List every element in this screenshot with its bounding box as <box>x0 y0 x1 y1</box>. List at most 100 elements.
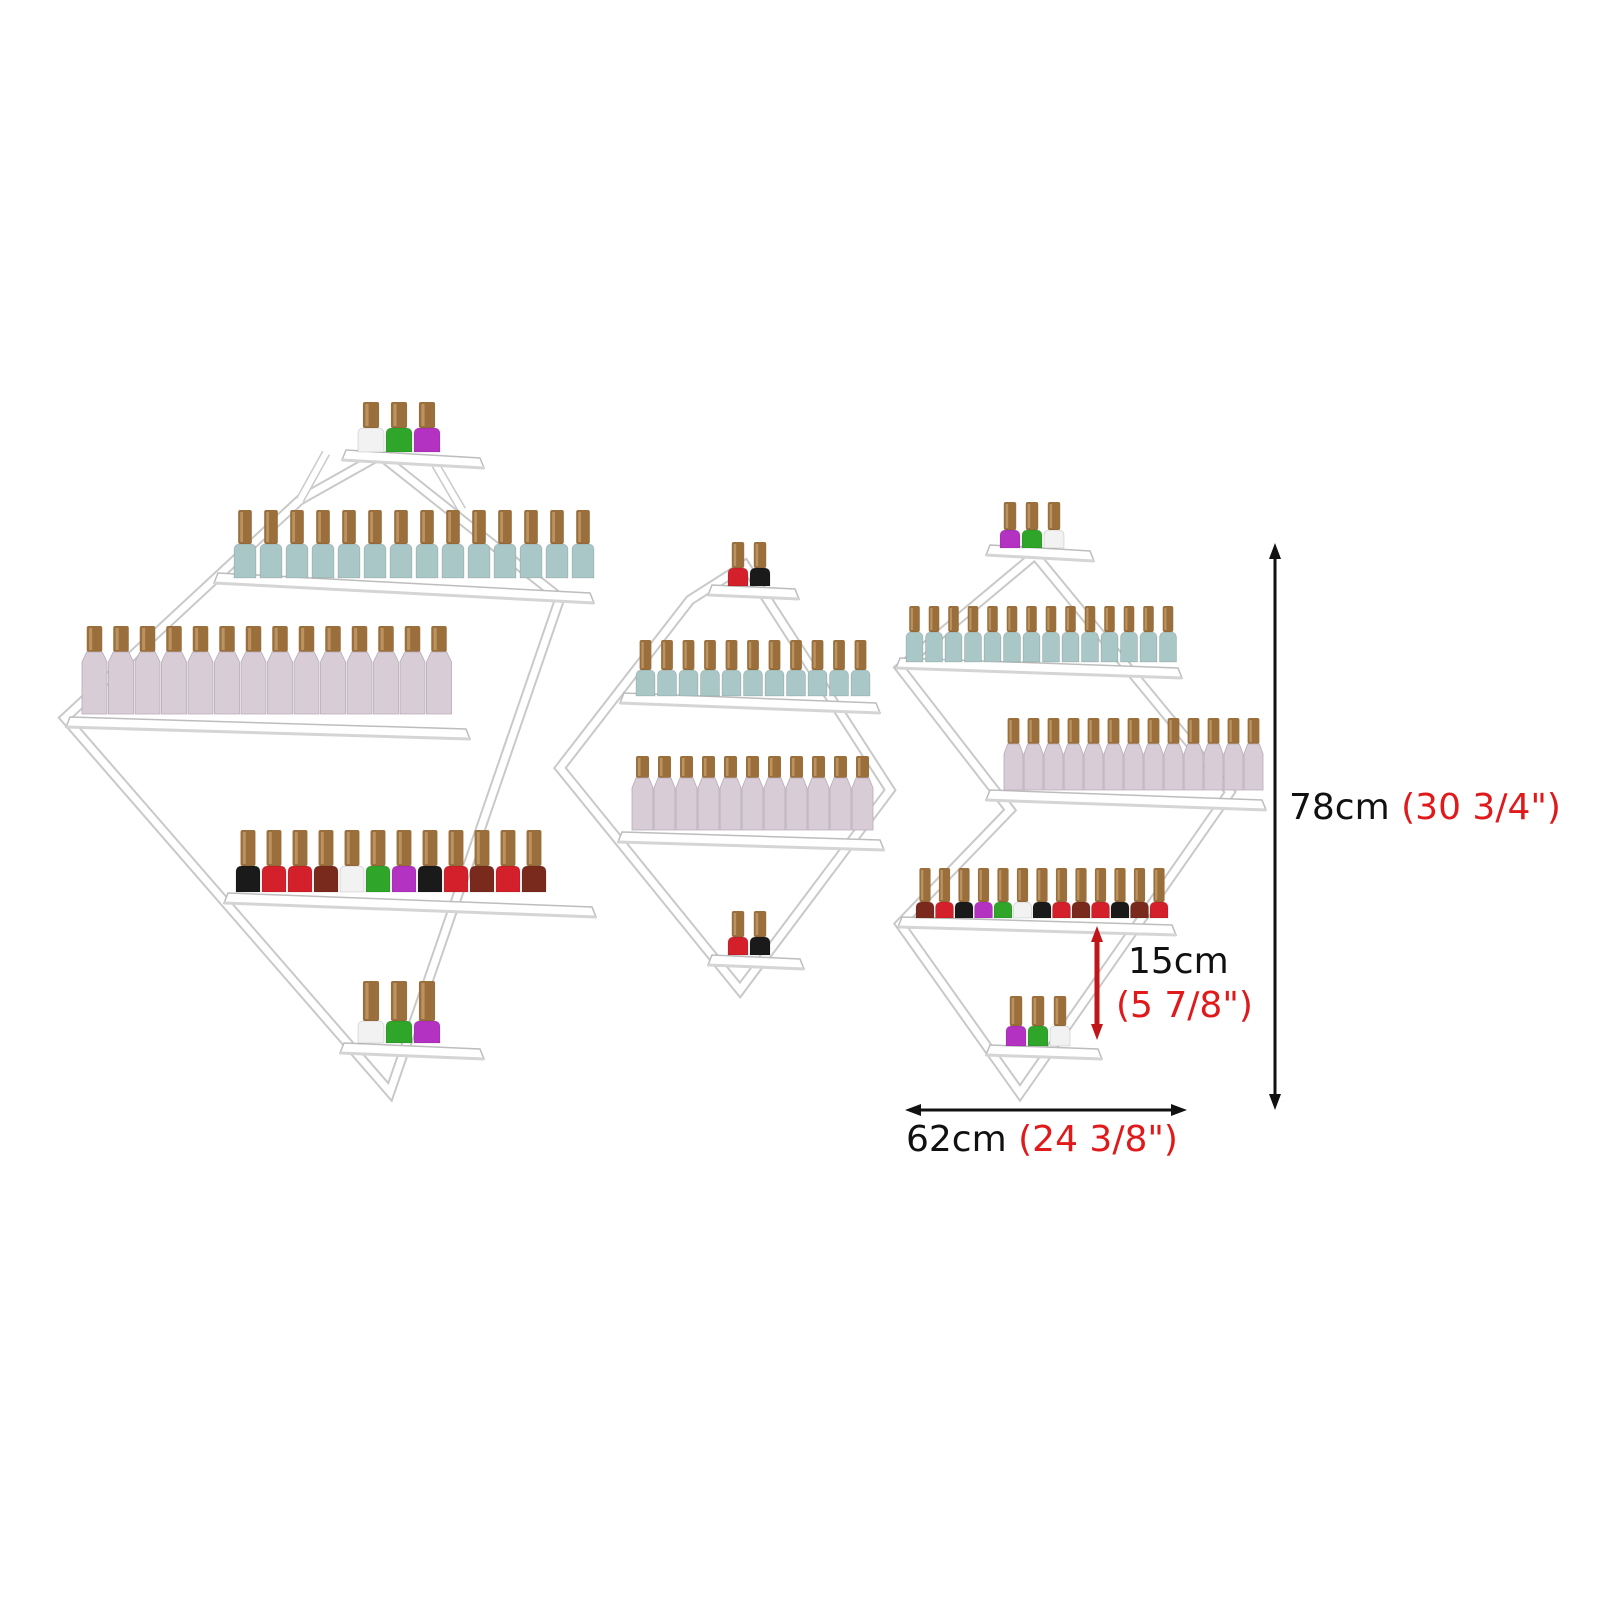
cap-highlight <box>910 608 913 630</box>
bottle-body <box>1013 901 1032 919</box>
bottle-body <box>391 865 417 893</box>
cap-highlight <box>1009 720 1012 742</box>
cap-highlight <box>940 870 943 900</box>
cap-highlight <box>1096 870 1099 900</box>
bottle-body <box>700 669 720 697</box>
cap-highlight <box>398 832 402 864</box>
bottle-body <box>287 865 313 893</box>
cap-highlight <box>274 628 278 650</box>
cap-highlight <box>641 642 644 668</box>
bottle-body <box>935 901 954 919</box>
cap-highlight <box>813 758 817 776</box>
cap-highlight <box>552 512 555 542</box>
cap-highlight <box>1089 720 1092 742</box>
bottle-body <box>81 651 108 715</box>
cap-highlight <box>292 512 295 542</box>
cap-highlight <box>1189 720 1192 742</box>
rack-left <box>57 402 598 1103</box>
bottle-body <box>999 529 1021 549</box>
bottle-body <box>320 651 346 715</box>
bottle-body <box>1159 631 1177 663</box>
cap-highlight <box>856 642 859 668</box>
bottle-body <box>187 651 214 715</box>
cap-highlight <box>407 628 411 650</box>
cap-highlight <box>834 642 838 668</box>
bottle-body <box>495 865 521 893</box>
cap-highlight <box>1069 720 1072 742</box>
bottle-body <box>235 865 261 893</box>
cap-highlight <box>502 832 506 864</box>
cap-highlight <box>747 758 751 776</box>
cap-highlight <box>1109 720 1112 742</box>
bottle-body <box>1243 743 1264 791</box>
cap-highlight <box>1005 504 1009 528</box>
bottle-body <box>161 651 187 715</box>
cap-highlight <box>1144 608 1147 630</box>
bottle-body <box>357 1020 385 1044</box>
bottle-body <box>1027 1025 1049 1047</box>
bottle-body <box>385 427 413 453</box>
cap-highlight <box>1029 720 1032 742</box>
bottle-body <box>1005 1025 1027 1047</box>
arrow-head-down <box>1269 1094 1281 1110</box>
bottle-body <box>417 865 443 893</box>
cap-highlight <box>346 832 350 864</box>
cap-highlight <box>1229 720 1232 742</box>
cap-highlight <box>1033 998 1037 1024</box>
cap-highlight <box>979 870 982 900</box>
shelf-shadow <box>985 1053 1103 1061</box>
cap-highlight <box>248 628 252 650</box>
cap-highlight <box>526 512 529 542</box>
cap-highlight <box>372 832 376 864</box>
cap-highlight <box>1169 720 1172 742</box>
bottle-body <box>1100 631 1119 663</box>
cap-highlight <box>344 512 347 542</box>
cap-highlight <box>1066 608 1069 630</box>
cap-highlight <box>857 758 861 776</box>
cap-highlight <box>1105 608 1108 630</box>
bottle-body <box>1123 743 1144 791</box>
cap-highlight <box>424 832 428 864</box>
bottle-body <box>1120 631 1138 663</box>
cap-highlight <box>393 404 397 426</box>
cap-highlight <box>969 608 972 630</box>
cap-highlight <box>769 758 773 776</box>
bottle-body <box>763 777 786 831</box>
shelf-shadow <box>619 701 881 715</box>
cap-highlight <box>1129 720 1132 742</box>
cap-highlight <box>725 758 729 776</box>
shelf-shadow <box>617 840 885 852</box>
bottle-body <box>635 669 656 697</box>
cap-highlight <box>1155 870 1158 900</box>
bottle-body <box>443 865 469 893</box>
cap-highlight <box>1027 608 1030 630</box>
bottle-body <box>1223 743 1244 791</box>
arrow-head-down <box>1091 1024 1103 1040</box>
bottle-body <box>749 936 771 956</box>
bottle-body <box>1071 901 1091 919</box>
cap-highlight <box>930 608 933 630</box>
cap-highlight <box>703 758 707 776</box>
bottle-body <box>721 669 742 697</box>
cap-highlight <box>421 983 425 1019</box>
bottle-body <box>1032 901 1052 919</box>
bottle-body <box>1091 901 1110 919</box>
cap-highlight <box>500 512 503 542</box>
cap-highlight <box>999 870 1002 900</box>
cap-highlight <box>1249 720 1252 742</box>
cap-highlight <box>422 512 425 542</box>
cap-highlight <box>396 512 399 542</box>
bottle-body <box>1021 529 1043 549</box>
bottle-body <box>1139 631 1158 663</box>
cap-highlight <box>268 832 272 864</box>
bottle-body <box>807 777 830 831</box>
cap-highlight <box>727 642 730 668</box>
bottle-body <box>1110 901 1130 919</box>
bottle-body <box>1043 743 1064 791</box>
cap-highlight <box>115 628 119 650</box>
bottle-body <box>1003 743 1024 791</box>
bottle-body <box>1052 901 1071 919</box>
arrow-head-right <box>1171 1104 1187 1116</box>
bottle-body <box>1163 743 1184 791</box>
bottle-body <box>983 631 1002 663</box>
